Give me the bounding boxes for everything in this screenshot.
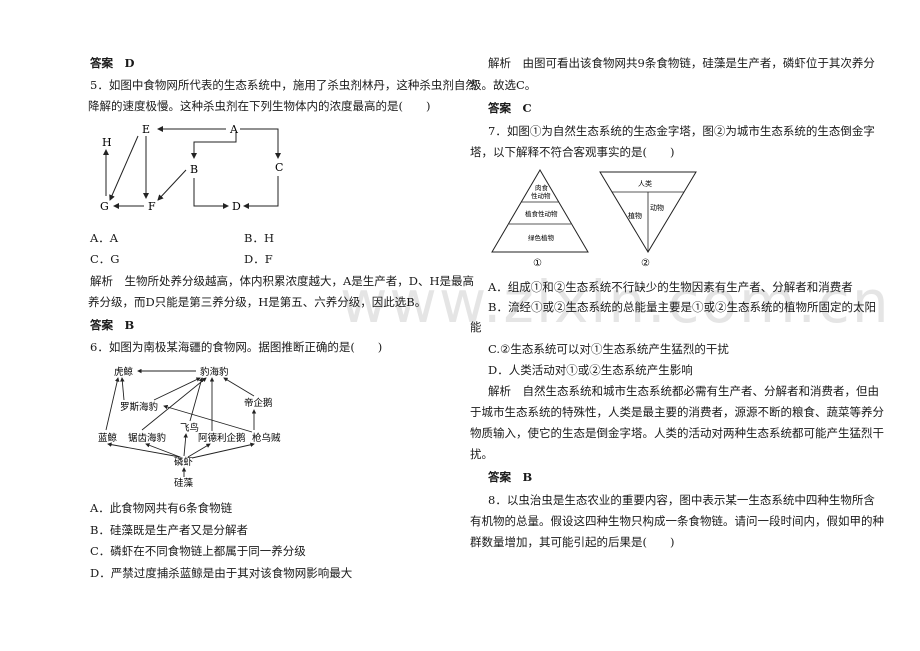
q5-arrows: [103, 126, 281, 209]
q6-option-b: B．硅藻既是生产者又是分解者: [90, 523, 248, 537]
q5-stem-line1: 5．如图中食物网所代表的生态系统中，施用了杀虫剂林丹，这种杀虫剂自然: [90, 78, 477, 92]
q7-explanation-line2: 于城市生态系统的特殊性，人类是最主要的消费者，源源不断的粮食、蔬菜等养分: [470, 405, 884, 419]
q7-explanation-line4: 扰。: [470, 447, 493, 461]
q7-stem-line2: 塔，以下解释不符合客观事实的是( ): [470, 145, 675, 159]
pyramid2-number: ②: [641, 258, 650, 268]
node-lanjing: 蓝鲸: [98, 432, 118, 444]
pyramid1-top-line1: 肉食: [535, 183, 549, 192]
q6-explanation-line1: 解析 由图可看出该食物网共9条食物链，硅藻是生产者，磷虾位于其次养分: [488, 56, 875, 70]
left-column: 答案 D 5．如图中食物网所代表的生态系统中，施用了杀虫剂林丹，这种杀虫剂自然 …: [88, 0, 478, 651]
q5-explanation-line1: 解析 生物所处养分级越高，体内积累浓度越大，A是生产者，D、H是最高: [90, 274, 475, 288]
q6-option-c: C．磷虾在不同食物链上都属于同一养分级: [90, 544, 306, 558]
pyramid1-top-line2: 性动物: [531, 191, 551, 200]
node-D: D: [232, 200, 241, 213]
q5-explanation-line2: 养分级，而D只能是第三养分级，H是第五、六养分级，因此选B。: [88, 295, 427, 309]
node-C: C: [275, 161, 283, 174]
node-diqie: 帝企鹅: [244, 397, 273, 409]
node-B: B: [190, 163, 198, 176]
q7-option-d: D．人类活动对①或②生态系统产生影响: [488, 363, 693, 377]
q6-arrows: [105, 368, 257, 477]
answer-q4: 答案 D: [90, 56, 135, 70]
node-guizao: 硅藻: [174, 477, 194, 488]
q6-explanation-line2: 级。故选C。: [470, 78, 537, 92]
answer-q7: 答案 B: [488, 470, 533, 484]
q8-stem-line3: 群数量增加，其可能引起的后果是( ): [470, 535, 675, 549]
q7-pyramid-1: 肉食 性动物 植食性动物 绿色植物 ①: [490, 168, 590, 271]
node-xichi: 锯齿海豹: [128, 432, 166, 444]
q5-option-a: A．A: [90, 231, 119, 245]
q7-option-b-line2: 能: [470, 320, 482, 334]
node-hujing: 虎鲸: [114, 366, 134, 378]
node-linxia: 磷虾: [174, 456, 194, 468]
node-G: G: [100, 200, 109, 213]
watermark: www.zixin.com.cn: [340, 268, 891, 336]
q7-stem-line1: 7．如图①为自然生态系统的生态金字塔，图②为城市生态系统的生态倒金字: [488, 124, 875, 138]
q7-option-c: C.②生态系统可以对①生态系统产生猛烈的干扰: [488, 342, 729, 356]
q5-stem-line2: 降解的速度极慢。这种杀虫剂在下列生物体内的浓度最高的是( ): [88, 99, 431, 113]
node-feiniao: 飞鸟: [180, 422, 199, 434]
node-A: A: [229, 123, 239, 136]
q8-stem-line2: 有机物的总量。假设这四种生物只构成一条食物链。请问一段时间内，假如甲的种: [470, 514, 884, 528]
node-baohaibao: 豹海豹: [200, 366, 229, 378]
q6-food-web-diagram: 虎鲸 豹海豹 罗斯海豹 帝企鹅 飞鸟 蓝鲸 锯齿海豹 阿德利企鹅 枪乌贼 磷虾 …: [94, 358, 324, 491]
answer-q5: 答案 B: [90, 318, 135, 332]
q6-stem: 6．如图为南极某海疆的食物网。据图推断正确的是( ): [90, 340, 383, 354]
q7-explanation-line3: 物质输入，使它的生态是倒金字塔。人类的活动对两种生态系统都可能产生猛烈干: [470, 426, 884, 440]
q7-pyramid-2: 人类 植物 动物 ②: [598, 168, 698, 271]
pyramid1-bottom: 绿色植物: [528, 233, 555, 242]
pyramid1-middle: 植食性动物: [525, 209, 558, 218]
node-F: F: [148, 200, 156, 213]
q5-option-d: D．F: [244, 252, 273, 266]
q6-option-a: A．此食物网共有6条食物链: [90, 501, 233, 515]
pyramid2-left: 植物: [628, 211, 642, 220]
node-H: H: [102, 136, 112, 149]
pyramid2-top: 人类: [638, 179, 652, 188]
q5-option-b: B．H: [244, 231, 274, 245]
node-qiangwu: 枪乌贼: [252, 432, 281, 444]
answer-q6: 答案 C: [488, 101, 532, 115]
q5-option-c: C．G: [90, 252, 120, 266]
q7-option-a: A．组成①和②生态系统不行缺少的生物因素有生产者、分解者和消费者: [488, 280, 853, 294]
pyramid1-number: ①: [533, 258, 542, 268]
q7-explanation-line1: 解析 自然生态系统和城市生态系统都必需有生产者、分解者和消费者，但由: [488, 384, 879, 398]
node-luosi: 罗斯海豹: [120, 401, 158, 413]
q8-stem-line1: 8．以虫治虫是生态农业的重要内容，图中表示某一生态系统中四种生物所含: [488, 493, 875, 507]
q6-option-d: D．严禁过度捕杀蓝鲸是由于其对该食物网影响最大: [90, 566, 353, 580]
q7-option-b-line1: B．流经①或②生态系统的总能量主要是①或②生态系统的植物所固定的太阳: [488, 300, 876, 314]
q5-food-web-diagram: E A H B C G F D: [98, 118, 308, 221]
node-E: E: [142, 123, 150, 136]
right-column: 解析 由图可看出该食物网共9条食物链，硅藻是生产者，磷虾位于其次养分 级。故选C…: [470, 0, 884, 651]
node-adeli: 阿德利企鹅: [198, 432, 246, 444]
pyramid2-right: 动物: [650, 203, 664, 212]
